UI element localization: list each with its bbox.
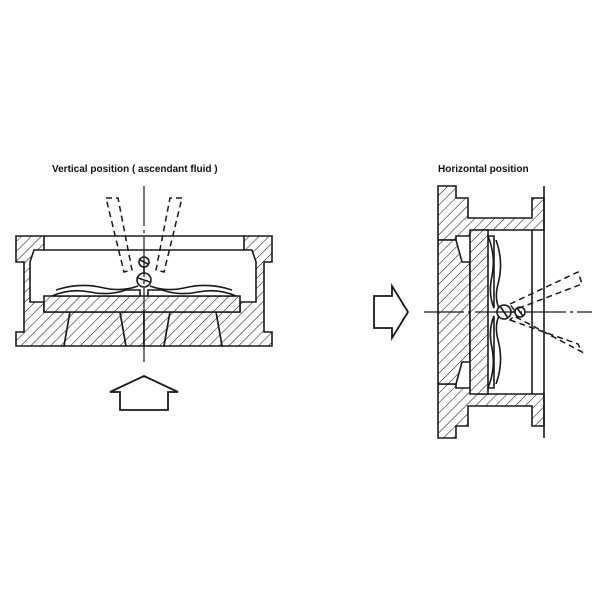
vertical-seat-ledge [43, 295, 241, 313]
horizontal-position-label: Horizontal position [438, 164, 529, 175]
vertical-seat-right [163, 311, 223, 347]
vertical-open-disc-left [105, 197, 133, 273]
vertical-disc-left [51, 289, 141, 297]
horizontal-open-disc-upper [508, 270, 583, 311]
horizontal-open-disc-lower [508, 315, 584, 354]
vertical-open-disc-right [155, 197, 183, 273]
vertical-seat-left [63, 311, 127, 347]
vertical-valve [15, 235, 273, 347]
horizontal-disc-lower [486, 315, 495, 389]
vertical-position-label: Vertical position ( ascendant fluid ) [52, 164, 218, 175]
arrow-right-icon [373, 282, 410, 342]
vertical-disc-right [147, 289, 237, 297]
vertical-right-body [215, 235, 273, 347]
horizontal-bottom-body [437, 383, 545, 439]
horizontal-top-body [437, 185, 545, 241]
horizontal-disc-upper [486, 235, 495, 309]
arrow-up-icon [109, 375, 179, 411]
vertical-left-body [15, 235, 71, 347]
